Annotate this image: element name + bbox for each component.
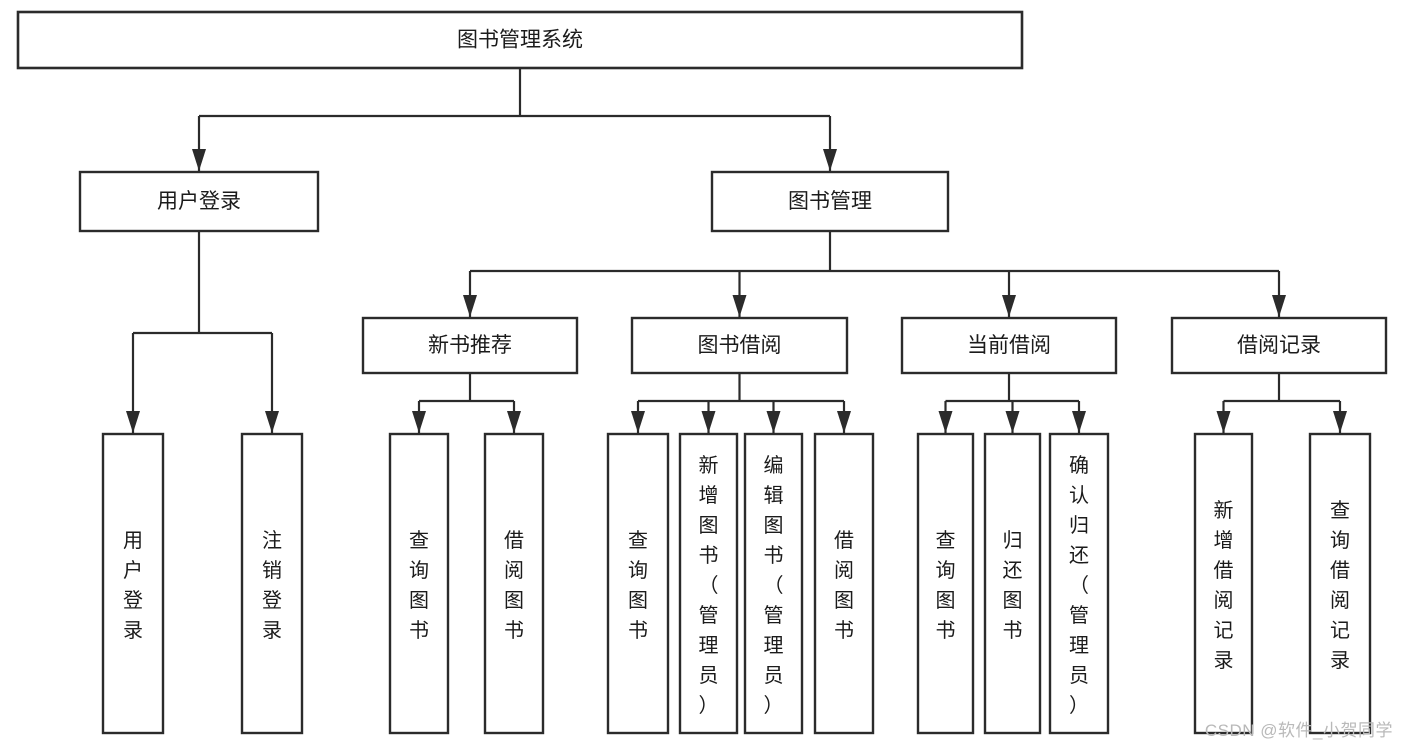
node-label: 查询借阅记录 [1330, 499, 1350, 672]
node-leaf-borrow-add[interactable]: 新增图书（管理员） [678, 432, 739, 735]
edge-arrowhead [1272, 295, 1286, 317]
node-l3-borrow[interactable]: 图书借阅 [630, 316, 849, 375]
edge-arrowhead [823, 149, 837, 171]
node-rect[interactable] [813, 432, 875, 735]
node-label: 查询图书 [628, 529, 648, 642]
node-label: 查询图书 [409, 529, 429, 642]
node-rect[interactable] [240, 432, 304, 735]
node-leaf-record-add[interactable]: 新增借阅记录 [1193, 432, 1254, 735]
node-label: 当前借阅 [967, 334, 1051, 357]
node-leaf-user-login[interactable]: 用户登录 [101, 432, 165, 735]
node-leaf-current-query[interactable]: 查询图书 [916, 432, 975, 735]
node-label: 借阅记录 [1237, 334, 1321, 357]
node-rect[interactable] [361, 316, 579, 375]
edge-arrowhead [463, 295, 477, 317]
node-rect[interactable] [78, 170, 320, 233]
edge-arrowhead [837, 411, 851, 433]
node-leaf-current-return[interactable]: 归还图书 [983, 432, 1042, 735]
node-label: 图书借阅 [698, 334, 782, 357]
node-rect[interactable] [388, 432, 450, 735]
node-rect[interactable] [900, 316, 1118, 375]
node-rect[interactable] [483, 432, 545, 735]
edge-arrowhead [412, 411, 426, 433]
node-leaf-borrow-query[interactable]: 查询图书 [606, 432, 670, 735]
node-leaf-borrow-do[interactable]: 借阅图书 [813, 432, 875, 735]
node-leaf-new-query[interactable]: 查询图书 [388, 432, 450, 735]
edge-arrowhead [1333, 411, 1347, 433]
edge-arrowhead [732, 295, 747, 317]
node-label: 归还图书 [1003, 529, 1023, 642]
node-label: 新增图书（管理员） [699, 454, 719, 717]
node-label: 查询图书 [936, 529, 956, 642]
node-rect[interactable] [678, 432, 739, 735]
node-rect[interactable] [1193, 432, 1254, 735]
edge-arrowhead [1216, 411, 1231, 433]
edge-arrowhead [1005, 411, 1020, 433]
node-label: 用户登录 [123, 530, 143, 642]
node-rect[interactable] [983, 432, 1042, 735]
node-l3-current[interactable]: 当前借阅 [900, 316, 1118, 375]
edge-arrowhead [701, 411, 716, 433]
node-rect[interactable] [710, 170, 950, 233]
node-leaf-borrow-edit[interactable]: 编辑图书（管理员） [743, 432, 804, 735]
edge-arrowhead [265, 411, 279, 433]
edge-arrowhead [1002, 295, 1016, 317]
node-label: 用户登录 [157, 190, 241, 213]
node-rect[interactable] [630, 316, 849, 375]
node-l3-new[interactable]: 新书推荐 [361, 316, 579, 375]
node-label: 图书管理 [788, 190, 872, 213]
node-label: 编辑图书（管理员） [764, 454, 784, 717]
edge-arrowhead [507, 411, 521, 433]
connector-layer [126, 68, 1347, 433]
edge-arrowhead [192, 149, 206, 171]
edge-arrowhead [126, 411, 140, 433]
node-rect[interactable] [606, 432, 670, 735]
node-rect[interactable] [1170, 316, 1388, 375]
edge-arrowhead [766, 411, 781, 433]
node-leaf-new-borrow[interactable]: 借阅图书 [483, 432, 545, 735]
node-root[interactable]: 图书管理系统 [16, 10, 1024, 70]
edge-arrowhead [938, 411, 953, 433]
node-rect[interactable] [743, 432, 804, 735]
node-label: 确认归还（管理员） [1069, 454, 1089, 717]
node-label: 借阅图书 [504, 529, 524, 642]
node-label: 借阅图书 [834, 529, 854, 642]
node-label: 图书管理系统 [457, 29, 583, 52]
node-leaf-user-logout[interactable]: 注销登录 [240, 432, 304, 735]
node-l3-record[interactable]: 借阅记录 [1170, 316, 1388, 375]
node-label: 新书推荐 [428, 334, 512, 357]
node-leaf-current-confirm[interactable]: 确认归还（管理员） [1048, 432, 1110, 735]
node-layer: 图书管理系统用户登录图书管理新书推荐图书借阅当前借阅借阅记录用户登录注销登录查询… [16, 10, 1388, 735]
node-rect[interactable] [1308, 432, 1372, 735]
node-rect[interactable] [1048, 432, 1110, 735]
node-label: 注销登录 [262, 529, 282, 642]
node-l2-user[interactable]: 用户登录 [78, 170, 320, 233]
node-rect[interactable] [101, 432, 165, 735]
node-leaf-record-query[interactable]: 查询借阅记录 [1308, 432, 1372, 735]
node-l2-book[interactable]: 图书管理 [710, 170, 950, 233]
node-label: 新增借阅记录 [1214, 499, 1234, 672]
node-rect[interactable] [16, 10, 1024, 70]
node-rect[interactable] [916, 432, 975, 735]
edge-arrowhead [631, 411, 645, 433]
edge-arrowhead [1072, 411, 1086, 433]
